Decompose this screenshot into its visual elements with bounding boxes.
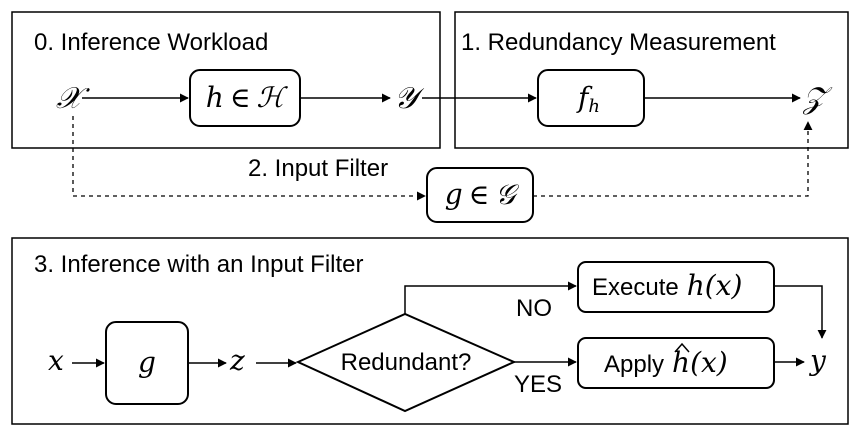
arrow-no-branch bbox=[404, 281, 577, 314]
arrow-execute-to-y bbox=[774, 285, 827, 339]
apply-hat-mark bbox=[674, 342, 690, 353]
output-y: y bbox=[808, 344, 827, 377]
yes-label: YES bbox=[514, 371, 562, 398]
redundancy-title: 1. Redundancy Measurement bbox=[461, 29, 776, 56]
inference-panel bbox=[11, 237, 849, 425]
measurement-subscript: h bbox=[588, 96, 600, 117]
hypothesis-space-symbol: ℋ bbox=[257, 81, 289, 114]
filter-g: g bbox=[445, 178, 463, 211]
sample-x: x bbox=[48, 344, 64, 377]
representation-z: z bbox=[229, 344, 245, 377]
input-filter-label: 2. Input Filter bbox=[248, 155, 388, 182]
execute-label: Execute h(x) bbox=[592, 269, 742, 302]
model-label: h∈ℋ bbox=[206, 81, 289, 114]
workload-panel bbox=[11, 11, 441, 149]
redundancy-panel bbox=[454, 11, 849, 149]
output-space-symbol: 𝒴 bbox=[394, 81, 425, 116]
execute-expr: h(x) bbox=[687, 269, 743, 302]
filter-box bbox=[426, 167, 534, 223]
apply-args: (x) bbox=[690, 346, 728, 379]
apply-h: h bbox=[672, 346, 690, 379]
target-space-symbol: 𝒵 bbox=[802, 81, 833, 116]
dashed-path-x-to-g bbox=[72, 116, 426, 201]
no-label: NO bbox=[516, 295, 552, 322]
filter-label: g∈𝒢 bbox=[445, 178, 520, 211]
workload-title: 0. Inference Workload bbox=[34, 29, 268, 56]
g-label: g bbox=[138, 346, 156, 379]
dashed-path-g-to-z bbox=[533, 121, 813, 197]
apply-text: Apply bbox=[604, 351, 664, 378]
execute-box bbox=[577, 261, 775, 313]
inference-title: 3. Inference with an Input Filter bbox=[34, 251, 364, 278]
apply-box bbox=[577, 337, 775, 389]
filter-element-of: ∈ bbox=[469, 178, 490, 211]
model-element-of: ∈ bbox=[230, 81, 251, 114]
execute-text: Execute bbox=[592, 274, 679, 301]
model-h: h bbox=[206, 81, 224, 114]
decision-label: Redundant? bbox=[341, 349, 472, 376]
